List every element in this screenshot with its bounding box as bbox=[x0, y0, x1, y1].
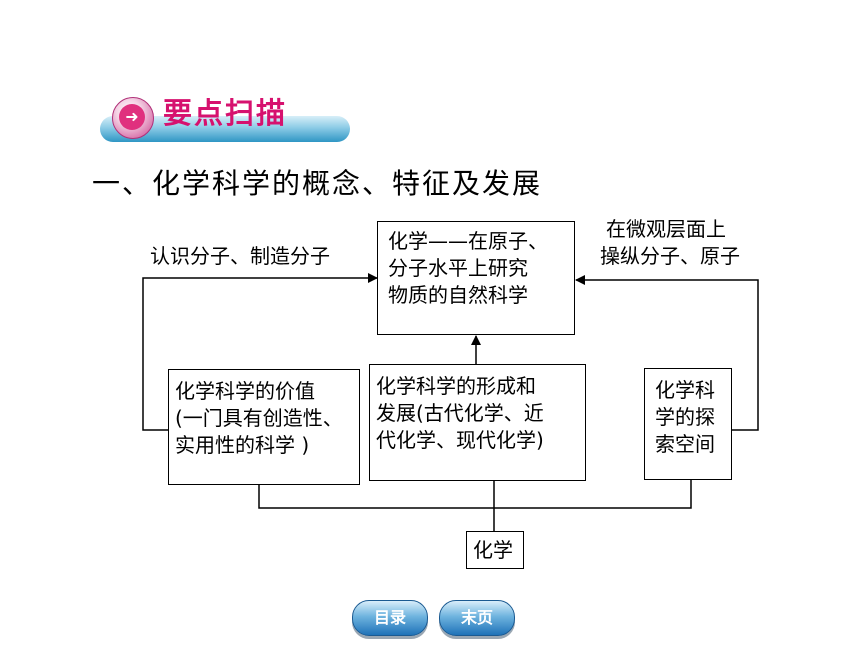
right-box-line: 学的探 bbox=[655, 405, 715, 429]
right-label-line: 操纵分子、原子 bbox=[600, 244, 740, 268]
middle-box: 化学科学的形成和 发展(古代化学、近 代化学、现代化学) bbox=[369, 364, 586, 481]
middle-box-line: 发展(古代化学、近 bbox=[376, 401, 544, 425]
right-box-line: 化学科 bbox=[655, 378, 715, 402]
left-arrow-line bbox=[142, 273, 378, 431]
left-box: 化学科学的价值 (一门具有创造性、 实用性的科学 ) bbox=[168, 369, 360, 485]
left-box-line: (一门具有创造性、 bbox=[175, 406, 343, 430]
section-title: 一、化学科学的概念、特征及发展 bbox=[92, 167, 543, 200]
last-page-button[interactable]: 末页 bbox=[439, 600, 515, 636]
arrow-right-icon: ➜ bbox=[119, 104, 145, 130]
center-box-line: 分子水平上研究 bbox=[388, 256, 528, 280]
left-box-line: 实用性的科学 ) bbox=[175, 433, 310, 457]
center-box-line: 物质的自然科学 bbox=[388, 283, 528, 307]
bottom-bracket-line bbox=[258, 479, 692, 509]
right-box-line: 索空间 bbox=[655, 432, 715, 456]
center-box: 化学——在原子、 分子水平上研究 物质的自然科学 bbox=[377, 221, 575, 335]
middle-box-line: 化学科学的形成和 bbox=[376, 374, 536, 398]
right-box: 化学科 学的探 索空间 bbox=[644, 368, 732, 480]
left-label: 认识分子、制造分子 bbox=[150, 244, 330, 268]
right-label: 在微观层面上 操纵分子、原子 bbox=[600, 216, 740, 270]
left-box-line: 化学科学的价值 bbox=[175, 379, 315, 403]
header-title: 要点扫描 bbox=[163, 96, 288, 130]
right-label-line: 在微观层面上 bbox=[606, 217, 726, 241]
bottom-box: 化学 bbox=[466, 531, 524, 569]
middle-box-line: 代化学、现代化学) bbox=[376, 428, 544, 452]
right-arrow-line bbox=[575, 275, 759, 431]
center-box-line: 化学——在原子、 bbox=[388, 229, 548, 253]
toc-button[interactable]: 目录 bbox=[352, 600, 428, 636]
